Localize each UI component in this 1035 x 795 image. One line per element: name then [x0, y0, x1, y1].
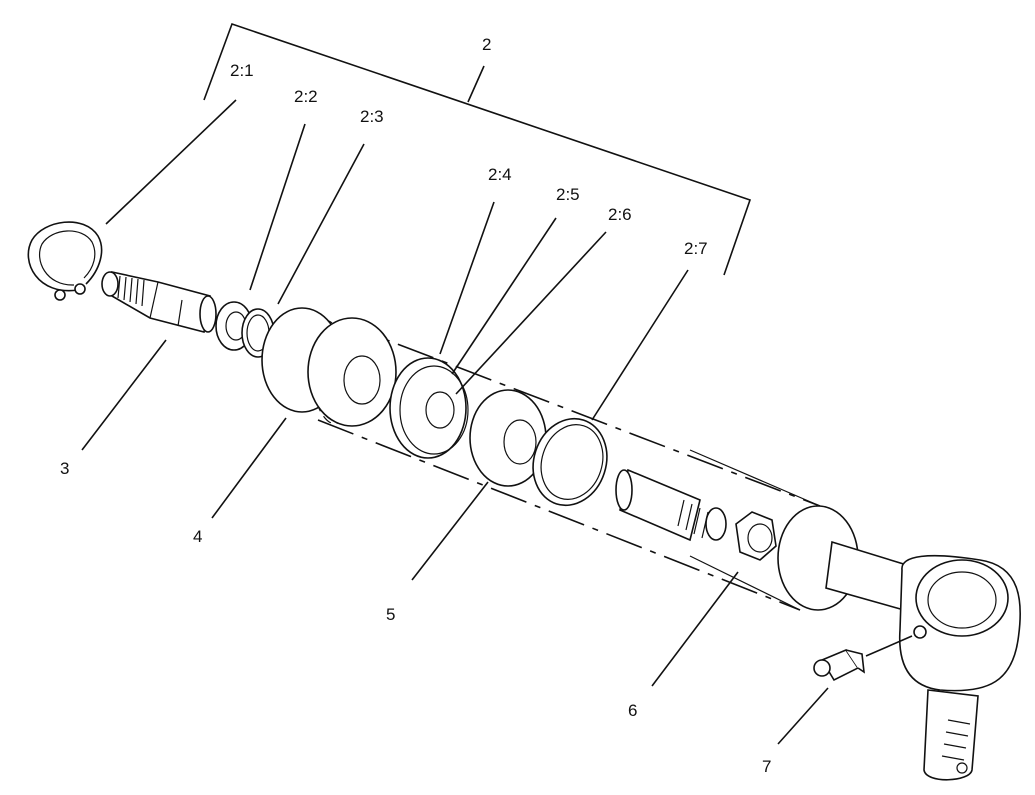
- label-part-4: 4: [193, 527, 202, 546]
- ball-seat: [389, 357, 469, 459]
- assembly-bracket: [203, 22, 752, 276]
- label-part-2-7: 2:7: [684, 239, 708, 258]
- rod-end: [777, 505, 1021, 781]
- label-part-5: 5: [386, 605, 395, 624]
- bearing-cup: [261, 307, 397, 427]
- spacer: [469, 389, 547, 487]
- label-part-2-2: 2:2: [294, 87, 318, 106]
- label-ball-stud: 3: [60, 459, 69, 478]
- leader-lines: [81, 99, 913, 745]
- label-part-2-5: 2:5: [556, 185, 580, 204]
- threaded-shaft: [615, 468, 727, 542]
- label-part-2-6: 2:6: [608, 205, 632, 224]
- label-snap-ring: 2:1: [230, 61, 254, 80]
- label-part-2-4: 2:4: [488, 165, 512, 184]
- retaining-ring: [532, 417, 608, 507]
- ball-stud: [101, 271, 217, 333]
- grease-fitting: [813, 649, 865, 682]
- label-part-6: 6: [628, 701, 637, 720]
- label-part-2-3: 2:3: [360, 107, 384, 126]
- snap-ring: [27, 221, 103, 301]
- label-assembly: 2: [482, 35, 491, 54]
- hex-nut: [735, 511, 777, 561]
- assembly-bracket-stem: [467, 65, 485, 103]
- label-grease-fitting: 7: [762, 757, 771, 776]
